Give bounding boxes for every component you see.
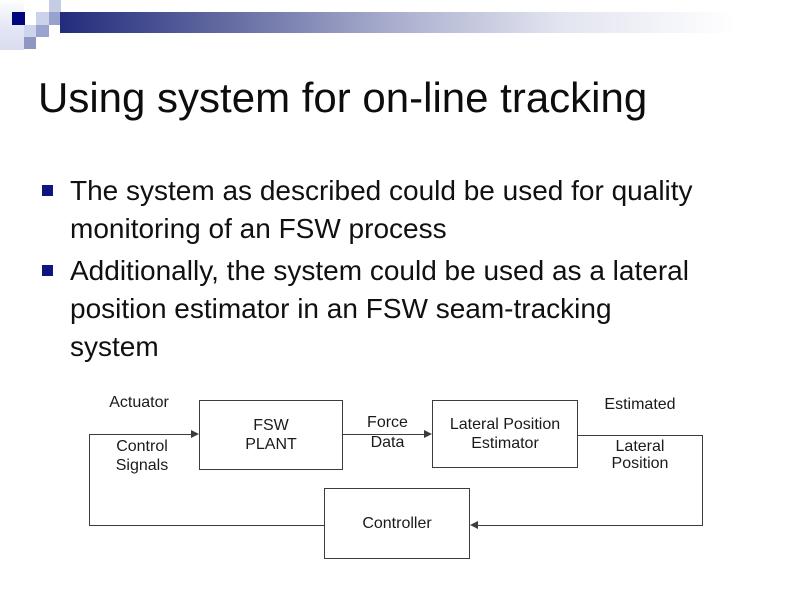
decoration-strip xyxy=(0,0,24,50)
decoration-square xyxy=(49,0,61,12)
lateral-position-line2: Position xyxy=(611,455,669,472)
connector-line-left-vertical xyxy=(89,434,90,526)
bullet-text: The system as described could be used fo… xyxy=(70,175,693,244)
force-data-line1: Force xyxy=(367,414,408,431)
fsw-plant-label-line2: PLANT xyxy=(245,436,297,453)
control-signals-line1: Control xyxy=(116,438,168,455)
force-data-line2: Data xyxy=(370,434,405,451)
connector-line-right-vertical xyxy=(702,435,703,526)
connector-line-estimator-out xyxy=(578,435,703,436)
lateral-position-label: Lateral Position xyxy=(577,438,703,472)
actuator-label: Actuator xyxy=(109,394,169,411)
fsw-plant-box: FSW PLANT xyxy=(199,400,343,470)
decoration-square xyxy=(12,12,25,25)
fsw-plant-label-line1: FSW xyxy=(253,417,289,434)
decoration-square xyxy=(36,25,49,37)
slide-title: Using system for on-line tracking xyxy=(38,74,648,121)
control-signals-label: Control Signals xyxy=(86,437,198,475)
lateral-position-line1: Lateral xyxy=(615,438,665,455)
connector-line-to-controller xyxy=(478,525,703,526)
decoration-square xyxy=(24,37,36,49)
bullet-list: The system as described could be used fo… xyxy=(42,172,722,370)
bullet-item: Additionally, the system could be used a… xyxy=(42,252,722,366)
arrow-right-icon xyxy=(191,430,199,438)
bullet-square-icon xyxy=(42,265,53,276)
arrow-right-icon xyxy=(424,430,432,438)
arrow-left-icon xyxy=(470,521,478,529)
estimator-label-line2: Estimator xyxy=(471,435,539,452)
decoration-square xyxy=(24,25,36,37)
bullet-text: Additionally, the system could be used a… xyxy=(70,255,689,362)
decoration-square xyxy=(36,12,49,25)
connector-line-plant-to-estimator xyxy=(343,434,426,435)
estimator-label-line1: Lateral Position xyxy=(449,416,561,433)
connector-line-controller-out xyxy=(89,525,324,526)
controller-label: Controller xyxy=(362,515,432,532)
decoration-top-bar xyxy=(60,12,794,33)
controller-box: Controller xyxy=(324,488,470,559)
estimated-label: Estimated xyxy=(604,396,676,413)
control-signals-line2: Signals xyxy=(115,457,169,474)
bullet-item: The system as described could be used fo… xyxy=(42,172,722,248)
connector-line-control-to-plant xyxy=(89,434,193,435)
decoration-square xyxy=(49,12,60,25)
lateral-position-estimator-box: Lateral Position Estimator xyxy=(432,400,578,468)
bullet-square-icon xyxy=(42,185,53,196)
force-data-label: Force Data xyxy=(343,413,432,453)
